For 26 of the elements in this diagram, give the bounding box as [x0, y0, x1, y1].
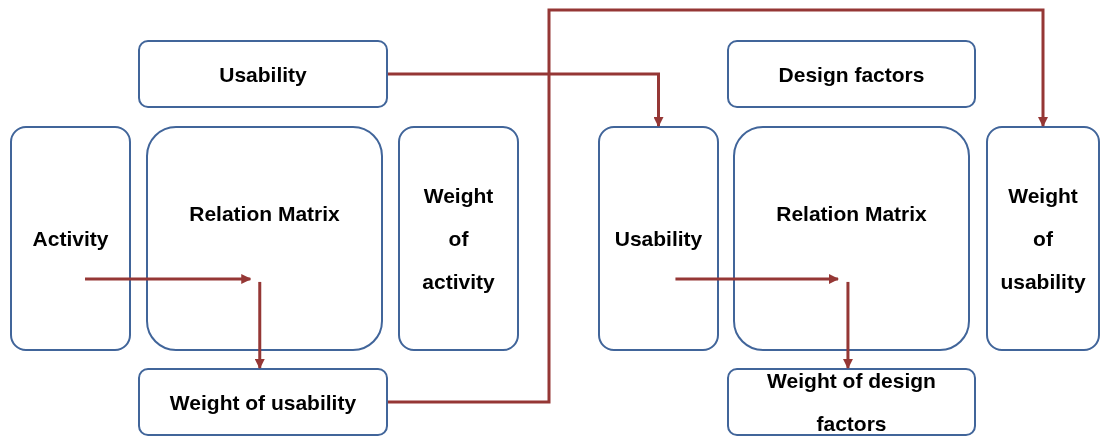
- box-label: Relation Matrix: [776, 201, 927, 227]
- rounded-box: [598, 126, 719, 351]
- box-label: Usability: [219, 61, 307, 88]
- rounded-box: [138, 368, 388, 436]
- rounded-box: [398, 126, 519, 351]
- arrow: [842, 281, 853, 369]
- box-label: Usability: [614, 226, 703, 252]
- box-label: Weight of usability: [169, 389, 357, 416]
- arrow: [388, 72, 664, 127]
- rounded-box: [727, 368, 976, 436]
- arrow: [675, 274, 839, 284]
- rounded-box: [138, 40, 388, 108]
- rounded-box: [146, 126, 383, 351]
- box-label: Relation Matrix: [189, 201, 340, 227]
- rounded-box: [10, 126, 131, 351]
- box-label: Weight of activity: [422, 183, 495, 295]
- box-label: Activity: [32, 226, 109, 252]
- rounded-box: [733, 126, 970, 351]
- rounded-box: [727, 40, 976, 108]
- arrow: [388, 8, 1048, 404]
- box-label: Design factors: [778, 61, 925, 88]
- box-label: Weight of usability: [1000, 183, 1086, 295]
- rounded-box: [986, 126, 1100, 351]
- arrow: [254, 281, 265, 369]
- box-label: Weight of design factors: [766, 368, 937, 437]
- arrow: [85, 274, 252, 284]
